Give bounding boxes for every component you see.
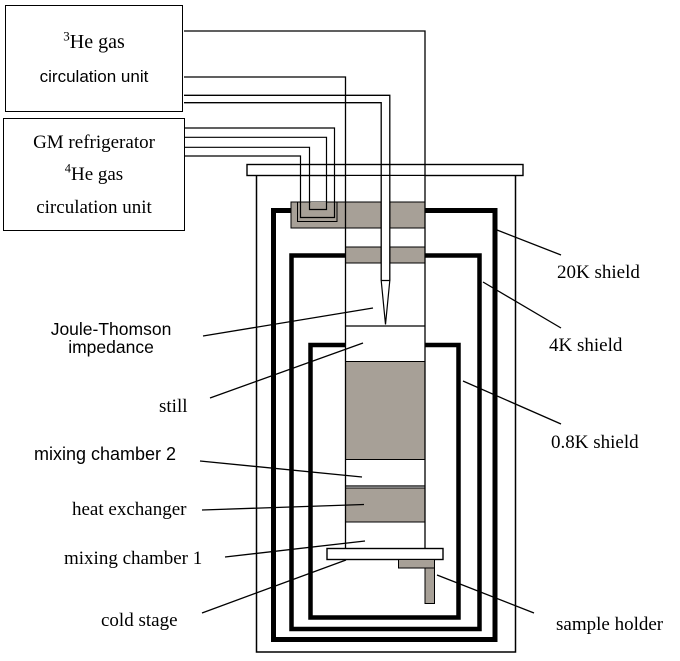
leader-lines <box>199 229 562 614</box>
label-mixing-chamber-1: mixing chamber 1 <box>64 548 203 569</box>
capillary-inner-wall <box>184 102 382 281</box>
condenser-flange-right <box>389 201 426 229</box>
still-body <box>345 361 426 460</box>
jt-label-line2: impedance <box>68 337 154 357</box>
flange-tongue <box>310 202 326 210</box>
label-shield-0-8k: 0.8K shield <box>551 432 639 453</box>
he4-u-tube-outer <box>184 127 336 219</box>
pump-line-left <box>184 76 347 549</box>
he4-isotope-superscript: 4 <box>64 161 71 176</box>
leader-cold-stage <box>201 559 347 614</box>
leader-mixing-chamber-1 <box>224 540 366 558</box>
flange-notch <box>297 201 338 222</box>
gm-box-line1: GM refrigerator <box>33 131 155 153</box>
label-sample-holder: sample holder <box>556 614 664 635</box>
label-mixing-chamber-2: mixing chamber 2 <box>34 444 177 464</box>
he3-box-line1: 3He gas <box>63 27 125 54</box>
label-cold-stage: cold stage <box>101 610 178 631</box>
stage-band-right <box>389 246 426 264</box>
leader-jt-impedance <box>202 307 374 337</box>
he3-box-line2: circulation unit <box>39 66 149 86</box>
label-jt-impedance: Joule-Thomson impedance <box>40 320 182 356</box>
leader-shield-20k <box>496 229 562 256</box>
condenser-flange-left <box>290 201 382 229</box>
label-shield-4k: 4K shield <box>549 335 623 356</box>
cold-stage-plate <box>326 547 444 561</box>
he3-gas-text: He gas <box>69 30 125 53</box>
sample-holder-rod <box>424 567 435 604</box>
he4-u-tube-inner <box>184 136 328 211</box>
sample-holder-bar <box>398 559 435 569</box>
he3-circulation-unit-box: 3He gas circulation unit <box>5 5 183 112</box>
leader-shield-4k <box>482 281 562 329</box>
leader-mixing-chamber-2 <box>199 460 363 478</box>
stage-band-left <box>345 246 382 264</box>
leader-sample-holder <box>436 574 535 614</box>
leader-shield-0-8k <box>462 380 562 425</box>
label-shield-20k: 20K shield <box>557 262 640 283</box>
gm-box-line2: 4He gas <box>64 161 124 185</box>
capillary-outer-wall <box>184 94 391 281</box>
gm-box-line3: circulation unit <box>36 196 152 218</box>
top-plate <box>246 163 524 177</box>
leader-still <box>209 342 364 399</box>
jt-label-line1: Joule-Thomson <box>50 319 172 339</box>
gm-refrigerator-he4-unit-box: GM refrigerator 4He gas circulation unit <box>3 118 185 231</box>
label-still: still <box>159 396 188 417</box>
he3-isotope-superscript: 3 <box>63 27 70 43</box>
jt-needle <box>380 279 391 325</box>
he4-gas-text: He gas <box>70 164 124 185</box>
leader-heat-exchanger <box>201 503 365 511</box>
label-heat-exchanger: heat exchanger <box>72 499 187 520</box>
pump-line-right <box>184 30 426 549</box>
